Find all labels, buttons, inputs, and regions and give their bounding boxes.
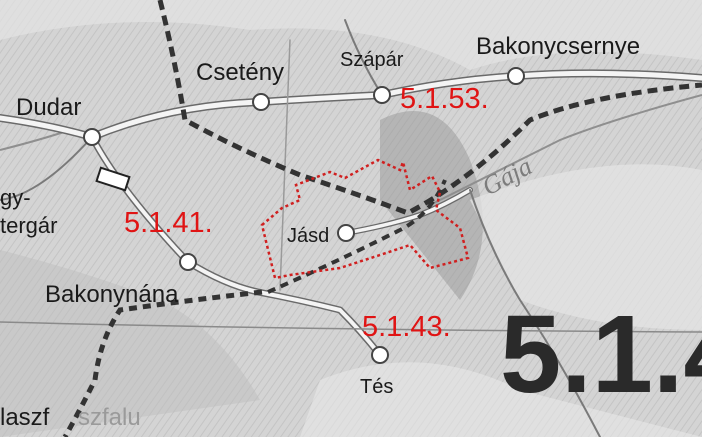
label-nagyesztergar-2: tergár [0, 213, 57, 238]
bakonycsernye-marker [507, 67, 525, 85]
zone-code-53: 5.1.53. [400, 83, 489, 115]
river-gaja [429, 94, 702, 206]
label-bakonyoszlop-faded: szfalu [78, 404, 141, 431]
grid-line [0, 321, 702, 333]
road-minor-south [469, 189, 601, 437]
region-code-big: 5.1.4 [500, 293, 702, 416]
road-south [90, 135, 382, 357]
zone-code-43: 5.1.43. [362, 311, 451, 343]
label-bakonycsernye: Bakonycsernye [476, 33, 640, 60]
settlements [83, 67, 525, 364]
railway-branch [267, 179, 447, 294]
label-jasd: Jásd [287, 225, 329, 247]
label-szapar: Szápár [340, 49, 404, 71]
bakonynana-marker [179, 253, 197, 271]
railway-southwest [62, 289, 263, 437]
track [279, 39, 291, 291]
terrain-plain [470, 164, 702, 330]
terrain-lowland [300, 362, 702, 437]
railway-main [157, 0, 702, 216]
railway [62, 0, 702, 437]
label-cseteny: Csetény [196, 59, 284, 86]
label-tes: Tés [360, 376, 393, 398]
station-icon [95, 166, 131, 192]
label-dudar: Dudar [16, 94, 81, 121]
jasd-marker [337, 224, 355, 242]
cseteny-marker [252, 93, 270, 111]
szapar-marker [373, 86, 391, 104]
zone-boundary [260, 157, 470, 280]
label-bakonyoszlop: laszf [0, 404, 50, 431]
dudar-marker [83, 128, 101, 146]
tes-marker [371, 346, 389, 364]
terrain-upland [0, 0, 702, 70]
label-bakonynana: Bakonynána [45, 281, 179, 308]
road-minor [0, 136, 93, 201]
zone-code-41: 5.1.41. [124, 207, 213, 239]
label-nagyesztergar-1: gy- [0, 185, 31, 210]
terrain-valley [0, 250, 260, 437]
